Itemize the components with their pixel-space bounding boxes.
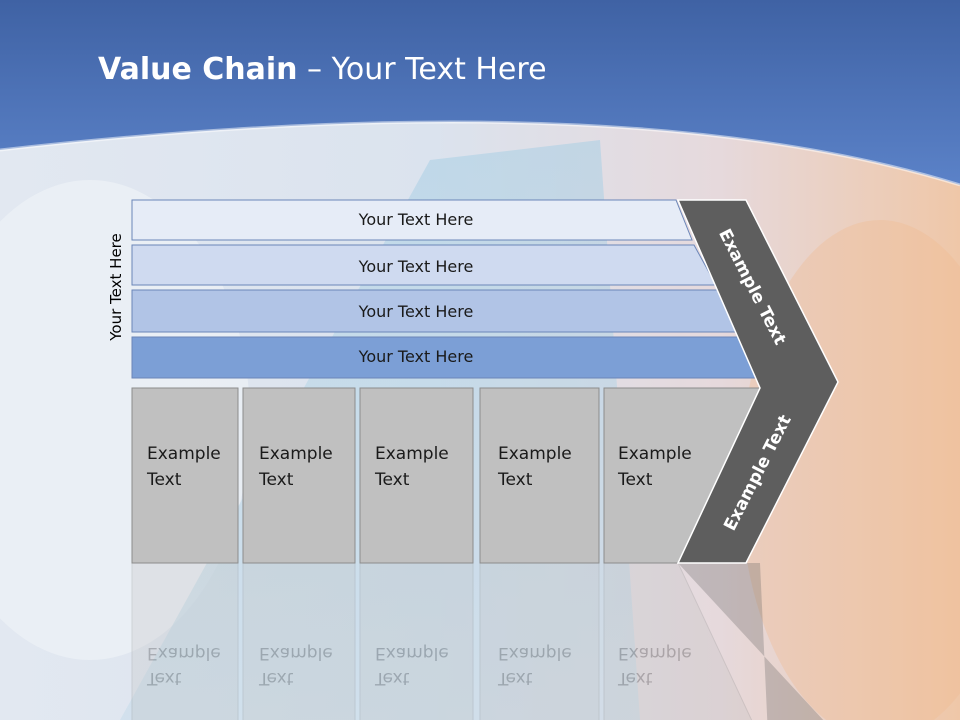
reflection-text: Text <box>258 668 294 688</box>
primary-box-line2: Text <box>146 470 182 490</box>
primary-box-line2: Text <box>497 470 533 490</box>
reflection-text: Text <box>497 668 533 688</box>
support-bar-label: Your Text Here <box>358 257 474 276</box>
reflection-text: Example <box>375 643 449 663</box>
primary-box <box>359 387 474 564</box>
support-bar-label: Your Text Here <box>358 210 474 229</box>
reflection-text: Text <box>617 668 653 688</box>
primary-boxes: Example Text Example Text Example Text E… <box>131 387 761 564</box>
reflection-text: Text <box>146 668 182 688</box>
primary-box-line1: Example <box>259 444 333 464</box>
primary-box-line2: Text <box>374 470 410 490</box>
title-rest: – Your Text Here <box>297 52 547 87</box>
chevron-shape <box>676 199 839 564</box>
support-bar <box>131 199 693 241</box>
primary-box <box>479 387 600 564</box>
primary-box-line1: Example <box>375 444 449 464</box>
reflection-text: Example <box>618 643 692 663</box>
primary-box-line2: Text <box>258 470 294 490</box>
primary-box-line1: Example <box>618 444 692 464</box>
support-bar-label: Your Text Here <box>358 302 474 321</box>
primary-box <box>242 387 356 564</box>
support-bar-label: Your Text Here <box>358 347 474 366</box>
primary-box-line2: Text <box>617 470 653 490</box>
support-bars: Your Text Here Your Text Here Your Text … <box>131 199 765 379</box>
primary-box-line1: Example <box>147 444 221 464</box>
primary-box-line1: Example <box>498 444 572 464</box>
reflection-text: Text <box>374 668 410 688</box>
diagram-reflection: Example Example Example Example Example … <box>131 562 824 720</box>
primary-box <box>131 387 239 564</box>
reflection-text: Example <box>498 643 572 663</box>
title-bold: Value Chain <box>98 52 298 87</box>
reflection-text: Example <box>147 643 221 663</box>
slide-title: Value Chain – Your Text Here <box>98 52 547 87</box>
reflection-text: Example <box>259 643 333 663</box>
